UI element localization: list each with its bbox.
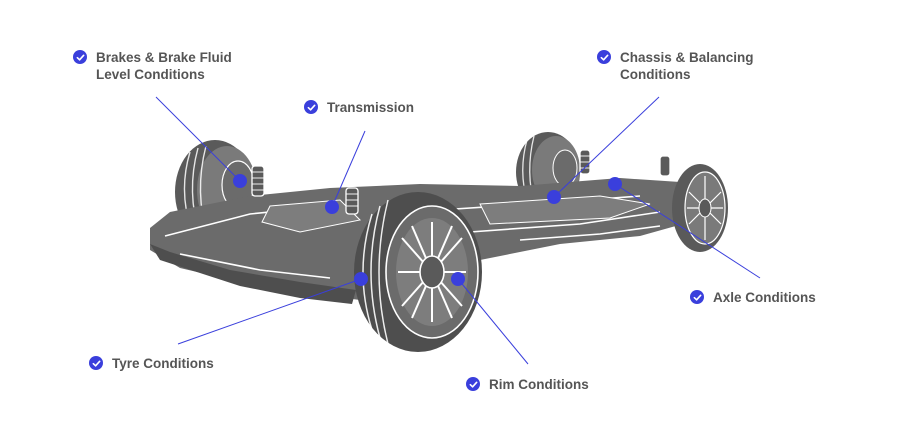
- callout-tyre: Tyre Conditions: [89, 355, 214, 372]
- front-left-wheel: [354, 192, 482, 352]
- check-circle-icon: [466, 377, 480, 391]
- car-chassis-illustration: [150, 132, 728, 352]
- check-circle-icon: [304, 100, 318, 114]
- callout-label: Chassis & Balancing: [620, 49, 754, 66]
- hotspot-transmission[interactable]: [325, 200, 339, 214]
- callout-label: Conditions: [620, 66, 754, 83]
- check-circle-icon: [597, 50, 611, 64]
- callout-label: Rim Conditions: [489, 376, 589, 393]
- hotspot-axle[interactable]: [608, 177, 622, 191]
- callout-chassis: Chassis & Balancing Conditions: [597, 49, 754, 83]
- callout-label: Brakes & Brake Fluid: [96, 49, 232, 66]
- check-circle-icon: [690, 290, 704, 304]
- callout-label: Level Conditions: [96, 66, 232, 83]
- hotspot-chassis[interactable]: [547, 190, 561, 204]
- check-circle-icon: [89, 356, 103, 370]
- hotspot-rim[interactable]: [451, 272, 465, 286]
- callout-label: Tyre Conditions: [112, 355, 214, 372]
- callout-label: Transmission: [327, 99, 414, 116]
- callout-rim: Rim Conditions: [466, 376, 589, 393]
- hotspot-tyre[interactable]: [354, 272, 368, 286]
- check-circle-icon: [73, 50, 87, 64]
- hotspot-brakes[interactable]: [233, 174, 247, 188]
- callout-transmission: Transmission: [304, 99, 414, 116]
- callout-label: Axle Conditions: [713, 289, 816, 306]
- leader-line-rim: [458, 279, 528, 364]
- callout-brakes: Brakes & Brake Fluid Level Conditions: [73, 49, 232, 83]
- callout-axle: Axle Conditions: [690, 289, 816, 306]
